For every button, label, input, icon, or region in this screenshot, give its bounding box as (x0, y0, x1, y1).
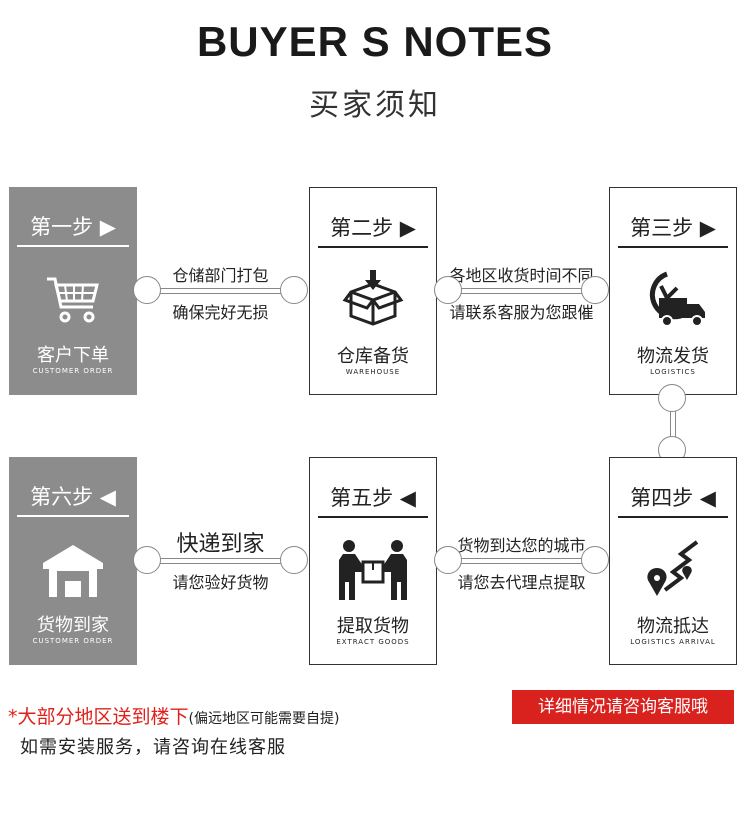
step-1-en: CUSTOMER ORDER (32, 367, 114, 375)
location-pin-icon (610, 530, 736, 610)
connector-1 (133, 276, 308, 306)
package-box-icon (310, 260, 436, 340)
connector-4-line1: 快递到家 (176, 532, 265, 557)
divider (17, 515, 129, 517)
connector-3-line2: 请您去代理点提取 (457, 573, 586, 592)
step-2-label: 第二步 ▶ (330, 216, 416, 240)
delivery-note: *大部分地区送到楼下(偏远地区可能需要自提) (8, 702, 339, 729)
divider (318, 516, 428, 518)
step-4-label: 第四步 ◀ (630, 486, 716, 510)
divider (17, 245, 129, 247)
page-title: BUYER S NOTES (196, 18, 554, 65)
step-3-en: LOGISTICS (650, 368, 696, 376)
connector-3 (434, 546, 609, 576)
connector-1-line1: 仓储部门打包 (172, 266, 269, 285)
delivery-truck-icon (610, 260, 736, 340)
step-3-label: 第三步 ▶ (630, 216, 716, 240)
step-2-en: WAREHOUSE (345, 368, 401, 376)
connector-2-line2: 请联系客服为您跟催 (449, 303, 594, 322)
people-carry-box-icon (310, 530, 436, 610)
step-1-label: 第一步 ▶ (30, 215, 116, 239)
connector-4 (133, 546, 308, 576)
delivery-note-small: (偏远地区可能需要自提) (188, 711, 340, 727)
step-6-label: 第六步 ◀ (30, 485, 116, 509)
step-1-name: 客户下单 (37, 345, 109, 366)
step-6-name: 货物到家 (37, 615, 109, 636)
step-4-card: 第四步 ◀ 物流抵达 LOGISTICS ARRIVAL (609, 457, 737, 665)
install-note: 如需安装服务，请咨询在线客服 (20, 737, 286, 758)
step-3-card: 第三步 ▶ 物流发货 LOGISTICS (609, 187, 737, 395)
step-2-card: 第二步 ▶ 仓库备货 WAREHOUSE (309, 187, 437, 395)
connector-2-line1: 各地区收货时间不同 (449, 266, 594, 285)
step-4-en: LOGISTICS ARRIVAL (630, 638, 716, 646)
step-4-name: 物流抵达 (637, 616, 709, 637)
step-6-card: 第六步 ◀ 货物到家 CUSTOMER ORDER (9, 457, 137, 665)
connector-4-line2: 请您验好货物 (172, 573, 269, 592)
connector-1-line2: 确保完好无损 (172, 303, 269, 322)
divider (618, 516, 728, 518)
connector-2 (434, 276, 609, 306)
page-subtitle: 买家须知 (309, 88, 441, 123)
shopping-cart-icon (9, 259, 137, 339)
step-5-card: 第五步 ◀ 提取货物 EXTRACT GOODS (309, 457, 437, 665)
divider (318, 246, 428, 248)
step-5-name: 提取货物 (337, 616, 409, 637)
step-1-card: 第一步 ▶ 客户下单 CUSTOMER ORDER (9, 187, 137, 395)
delivery-note-main: *大部分地区送到楼下 (8, 706, 189, 728)
connector-3-line1: 货物到达您的城市 (457, 536, 586, 555)
contact-service-badge: 详细情况请咨询客服哦 (512, 690, 734, 724)
step-2-name: 仓库备货 (337, 346, 409, 367)
step-3-name: 物流发货 (637, 346, 709, 367)
step-6-en: CUSTOMER ORDER (32, 637, 114, 645)
connector-vertical (658, 384, 688, 464)
step-5-en: EXTRACT GOODS (336, 638, 410, 646)
divider (618, 246, 728, 248)
house-garage-icon (9, 529, 137, 609)
step-5-label: 第五步 ◀ (330, 486, 416, 510)
